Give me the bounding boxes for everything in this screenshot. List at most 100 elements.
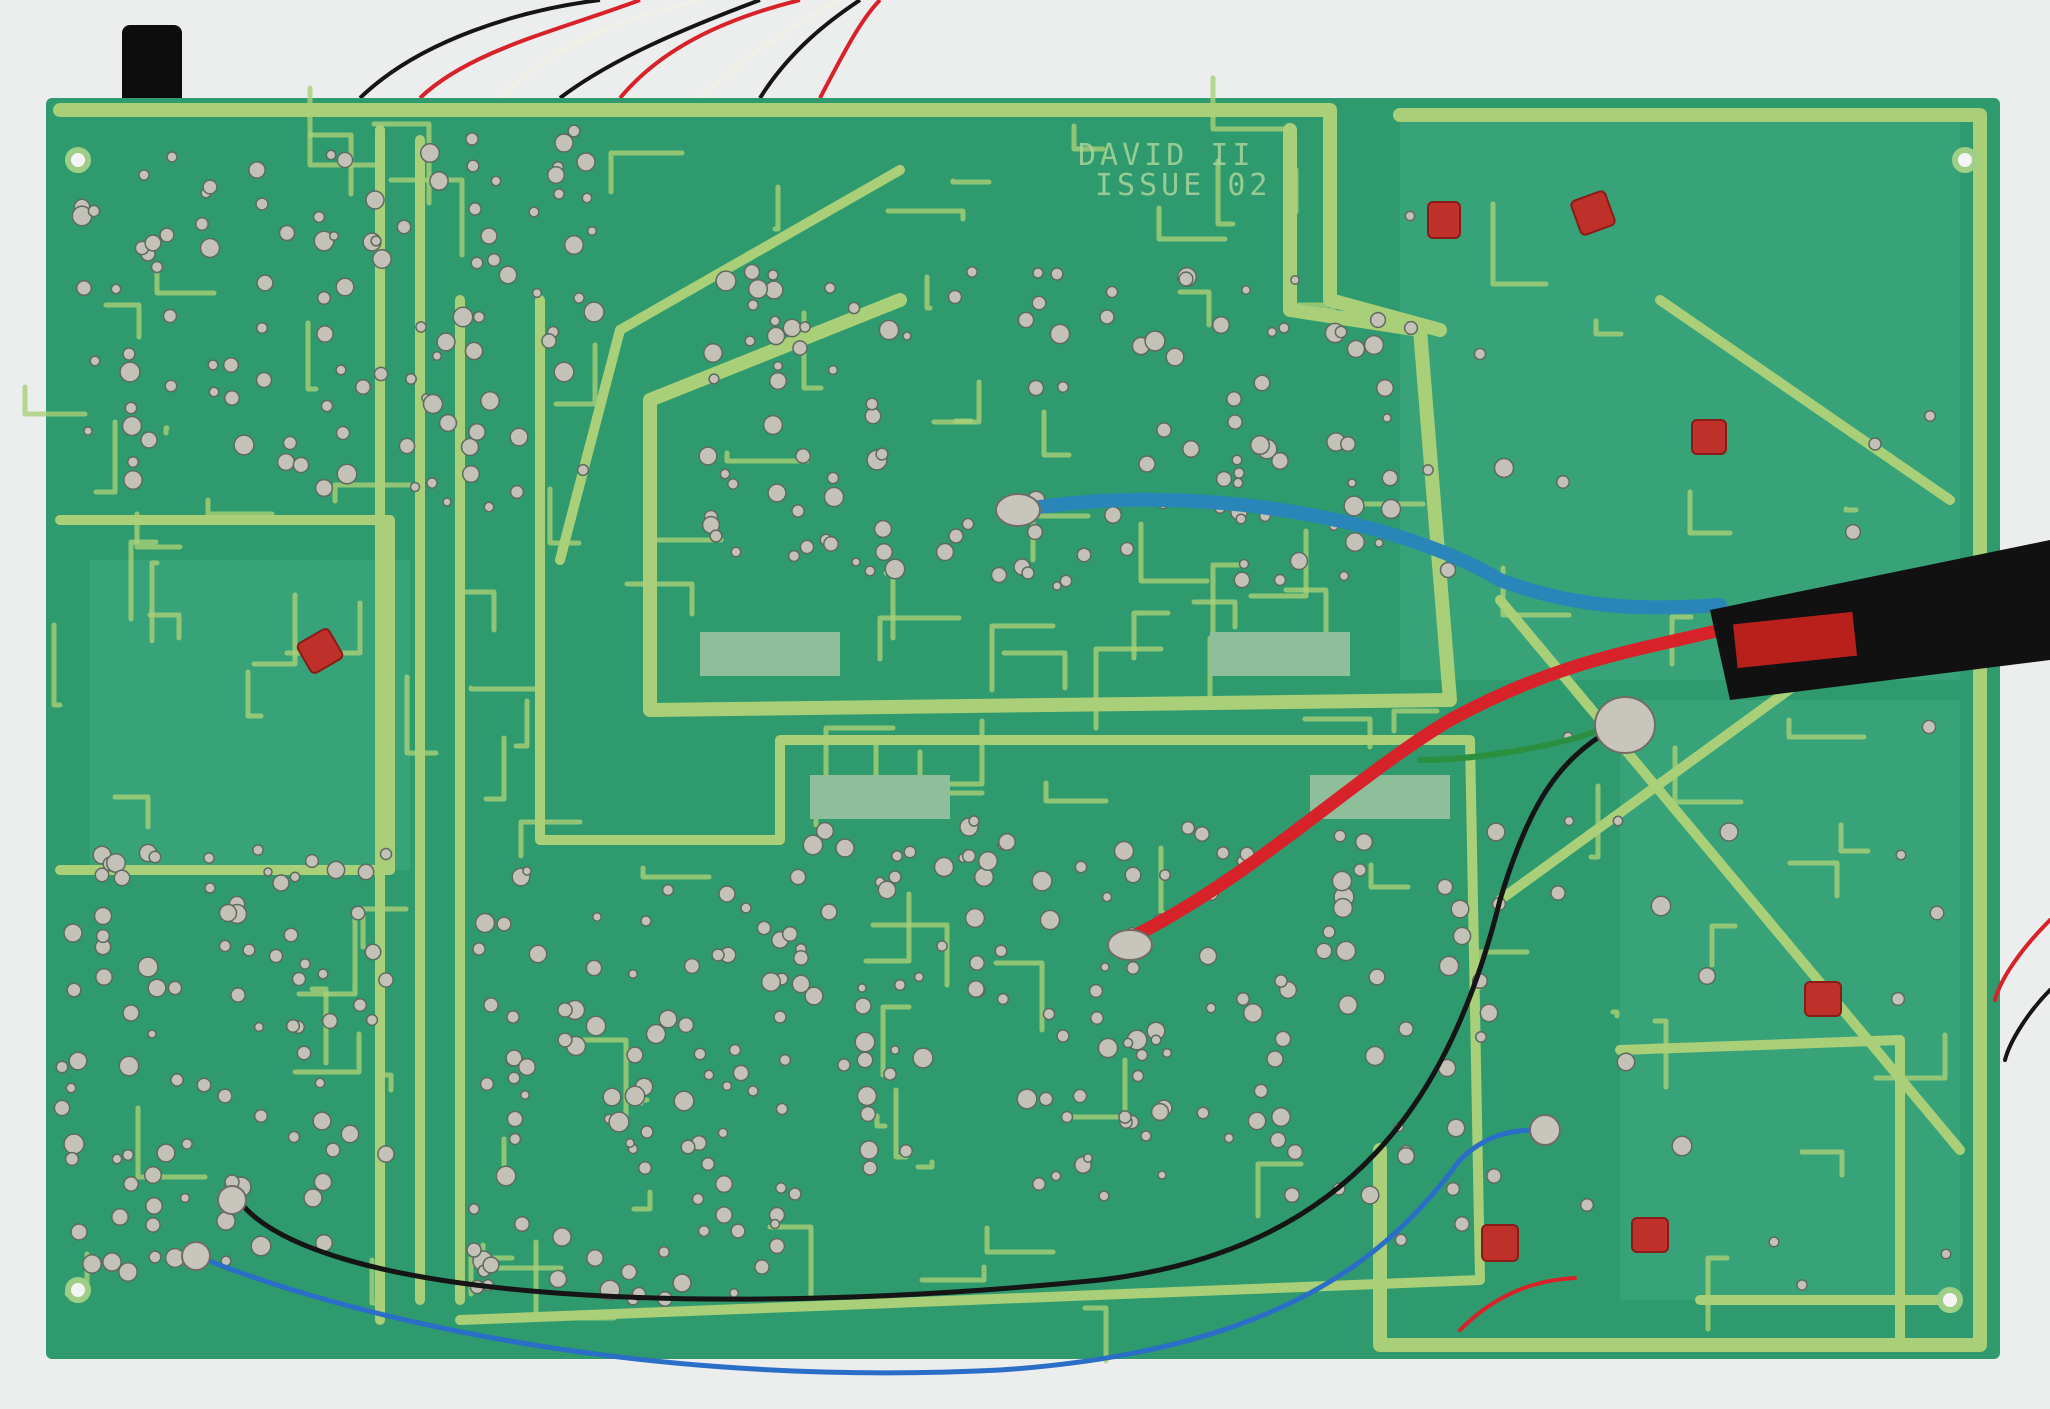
solder-joint xyxy=(789,868,807,886)
solder-joint xyxy=(703,1069,715,1081)
black-cable xyxy=(1710,540,2050,700)
solder-joint xyxy=(1290,275,1300,285)
solder-joint xyxy=(936,940,948,952)
solder-joint xyxy=(465,132,479,146)
solder-joint xyxy=(793,950,809,966)
solder-joint xyxy=(1150,1034,1162,1046)
solder-joint xyxy=(508,1132,522,1146)
solder-joint xyxy=(1396,1146,1416,1166)
solder-joint xyxy=(145,1217,161,1233)
solder-joint xyxy=(1868,437,1882,451)
solder-joint xyxy=(1796,1279,1808,1291)
solder-joint xyxy=(1338,995,1358,1015)
solder-joint xyxy=(1446,1118,1466,1138)
solder-joint xyxy=(119,361,141,383)
solder-joint xyxy=(196,1077,212,1093)
red-wire-main xyxy=(1117,623,1727,948)
solder-joint xyxy=(888,870,902,884)
solder-joint xyxy=(336,151,354,169)
solder-joint xyxy=(222,356,240,374)
board-label-line1: DAVID II xyxy=(1078,138,1255,173)
solder-joint xyxy=(124,401,138,415)
solder-joint xyxy=(468,423,486,441)
solder-joint xyxy=(1216,846,1230,860)
solder-joint xyxy=(148,850,162,864)
solder-joint xyxy=(627,968,639,980)
solder-joint xyxy=(70,1223,88,1241)
solder-joint xyxy=(768,1237,786,1255)
solder-joint xyxy=(711,948,725,962)
solder-joint xyxy=(718,885,736,903)
solder-joint xyxy=(352,997,368,1013)
solder-joint xyxy=(890,1045,900,1055)
solder-joint xyxy=(218,939,232,953)
solder-joint xyxy=(1339,435,1357,453)
solder-joint xyxy=(815,821,835,841)
solder-joint xyxy=(961,517,975,531)
solder-joint xyxy=(740,902,752,914)
solder-joint xyxy=(1238,558,1250,570)
solder-joint xyxy=(859,1140,879,1160)
solder-joint xyxy=(419,142,441,164)
solder-joint xyxy=(1039,909,1061,931)
solder-joint xyxy=(1236,992,1250,1006)
solder-joint xyxy=(256,274,274,292)
solder-joint xyxy=(729,1288,739,1298)
solder-joint xyxy=(1156,422,1172,438)
solder-joint xyxy=(1929,905,1945,921)
solder-joint xyxy=(1844,523,1862,541)
solder-joint xyxy=(778,1053,792,1067)
solder-joint xyxy=(373,366,389,382)
solder-joint xyxy=(1158,868,1172,882)
solder-joint xyxy=(522,866,532,876)
solder-joint xyxy=(1344,531,1366,553)
solder-joint xyxy=(203,852,215,864)
solder-joint xyxy=(490,175,502,187)
solder-joint xyxy=(1719,822,1739,842)
solder-joint xyxy=(140,431,158,449)
solder-joint xyxy=(715,270,737,292)
solder-joint xyxy=(1131,1069,1145,1083)
solder-joint xyxy=(1550,885,1566,901)
solder-joint xyxy=(847,301,861,315)
solder-joint xyxy=(357,863,375,881)
solder-joint xyxy=(563,234,585,256)
solder-joint xyxy=(1104,506,1122,524)
solder-joint xyxy=(721,1080,733,1092)
solder-joint xyxy=(509,427,529,447)
solder-joint xyxy=(1031,870,1053,892)
solder-joint xyxy=(691,1192,705,1206)
solder-joint xyxy=(1450,899,1470,919)
solder-joint xyxy=(677,1016,695,1034)
solder-joint xyxy=(314,478,334,498)
solder-joint xyxy=(573,292,585,304)
solder-joint xyxy=(1032,267,1044,279)
solder-joint xyxy=(1042,1007,1056,1021)
solder-joint xyxy=(1231,454,1243,466)
solder-joint xyxy=(123,470,143,490)
solder-joint xyxy=(1364,1045,1386,1067)
solder-joint xyxy=(875,447,889,461)
solder-joint xyxy=(769,315,781,327)
solder-joint xyxy=(823,486,845,508)
solder-joint xyxy=(506,1110,524,1128)
solder-joint xyxy=(576,152,596,172)
solder-joint xyxy=(505,1049,523,1067)
solder-joint xyxy=(513,1215,531,1233)
solder-joint xyxy=(768,371,788,391)
solder-joint xyxy=(1050,267,1064,281)
solder-joint xyxy=(272,874,290,892)
solder-joint xyxy=(728,1043,742,1057)
solder-joint xyxy=(181,1138,193,1150)
solder-joint xyxy=(144,234,162,252)
solder-joint xyxy=(1100,962,1110,972)
solder-joint xyxy=(1083,1153,1093,1163)
solder-joint xyxy=(321,1012,339,1030)
blue-wire-main xyxy=(1013,492,1727,615)
solder-joint xyxy=(884,558,906,580)
solder-joint xyxy=(255,197,269,211)
solder-joint xyxy=(799,321,811,333)
solder-joint xyxy=(159,227,175,243)
solder-joint xyxy=(673,1090,695,1112)
solder-joint xyxy=(773,1010,787,1024)
